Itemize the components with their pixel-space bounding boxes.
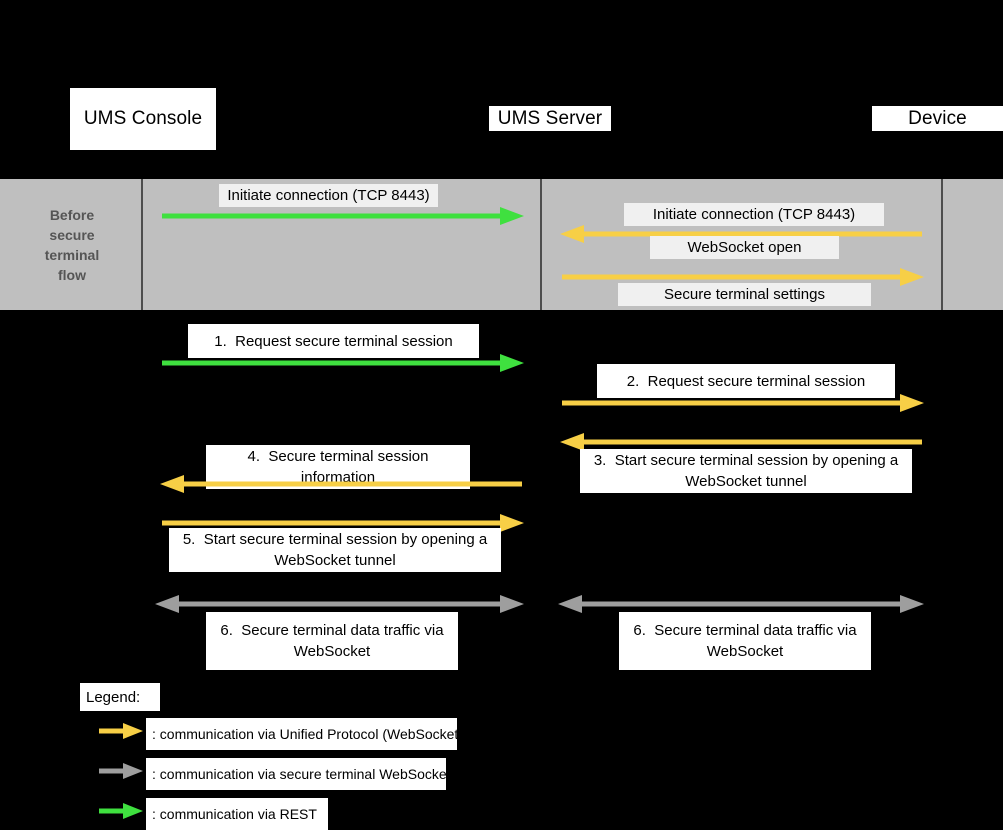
legend-entry-secure-terminal-websocket: : communication via secure terminal WebS… bbox=[146, 758, 451, 790]
step-text: Request secure terminal session bbox=[235, 332, 453, 350]
band-divider-right bbox=[941, 179, 943, 310]
arrow-step-3-unified-protocol bbox=[560, 433, 924, 451]
legend-arrow-secure-terminal-websocket-icon bbox=[97, 762, 143, 780]
legend-entry-rest: : communication via REST bbox=[146, 798, 328, 830]
participant-label: UMS Server bbox=[497, 107, 603, 129]
legend-arrow-rest-icon bbox=[97, 802, 143, 820]
phase-band-label-line: secure bbox=[49, 227, 95, 243]
step-text: Start secure terminal session by opening… bbox=[203, 531, 488, 569]
phase-band-label-line: flow bbox=[58, 267, 86, 283]
legend-title: Legend: bbox=[80, 683, 160, 711]
step-number: 4. bbox=[247, 448, 261, 465]
legend-arrow-unified-protocol-icon bbox=[97, 722, 143, 740]
legend-entry-unified-protocol: : communication via Unified Protocol (We… bbox=[146, 718, 463, 750]
participant-device: Device bbox=[872, 106, 1003, 131]
participant-ums-server: UMS Server bbox=[489, 106, 611, 131]
arrow-band-initiate-connection-rest bbox=[160, 207, 524, 225]
phase-band-label: Before secure terminal flow bbox=[4, 199, 140, 291]
message-label-step-5: 5. Start secure terminal session by open… bbox=[169, 528, 501, 572]
step-text: Secure terminal data traffic via WebSock… bbox=[241, 622, 444, 660]
participant-label: UMS Console bbox=[83, 108, 203, 129]
phase-band-label-line: Before bbox=[49, 207, 95, 223]
arrow-band-initiate-connection-device bbox=[560, 225, 924, 243]
step-number: 6. bbox=[220, 622, 233, 639]
message-label-band-initiate-connection-device: Initiate connection (TCP 8443) bbox=[624, 203, 884, 226]
arrow-step-6b-secure-terminal-websocket bbox=[558, 595, 924, 613]
message-label-band-websocket-open: WebSocket open bbox=[650, 236, 839, 259]
message-label-step-2: 2. Request secure terminal session bbox=[597, 364, 895, 398]
step-text: Secure terminal data traffic via WebSock… bbox=[654, 622, 857, 660]
participant-ums-console: UMS Console bbox=[70, 88, 216, 150]
arrow-step-5-unified-protocol bbox=[160, 514, 524, 532]
message-label-step-3: 3. Start secure terminal session by open… bbox=[580, 449, 912, 493]
step-number: 1. bbox=[214, 332, 227, 350]
arrow-step-1-rest bbox=[160, 354, 524, 372]
step-number: 3. bbox=[593, 452, 607, 469]
message-label-step-6b: 6. Secure terminal data traffic via WebS… bbox=[619, 612, 871, 670]
arrow-band-secure-terminal-settings bbox=[560, 268, 924, 286]
band-divider-left bbox=[141, 179, 143, 310]
participant-label: Device bbox=[908, 107, 967, 129]
message-label-step-1: 1. Request secure terminal session bbox=[188, 324, 479, 358]
arrow-step-4-unified-protocol bbox=[160, 475, 524, 493]
band-divider-middle bbox=[540, 179, 542, 310]
step-number: 2. bbox=[626, 372, 640, 390]
step-number: 5. bbox=[182, 531, 196, 548]
step-number: 6. bbox=[633, 622, 646, 639]
arrow-step-2-unified-protocol bbox=[560, 394, 924, 412]
message-label-band-initiate-connection-console: Initiate connection (TCP 8443) bbox=[219, 184, 438, 207]
arrow-step-6a-secure-terminal-websocket bbox=[155, 595, 524, 613]
step-text: Start secure terminal session by opening… bbox=[614, 452, 899, 490]
step-text: Request secure terminal session bbox=[647, 372, 866, 390]
phase-band-label-line: terminal bbox=[44, 247, 100, 263]
message-label-step-6a: 6. Secure terminal data traffic via WebS… bbox=[206, 612, 458, 670]
message-label-band-secure-terminal-settings: Secure terminal settings bbox=[618, 283, 871, 306]
